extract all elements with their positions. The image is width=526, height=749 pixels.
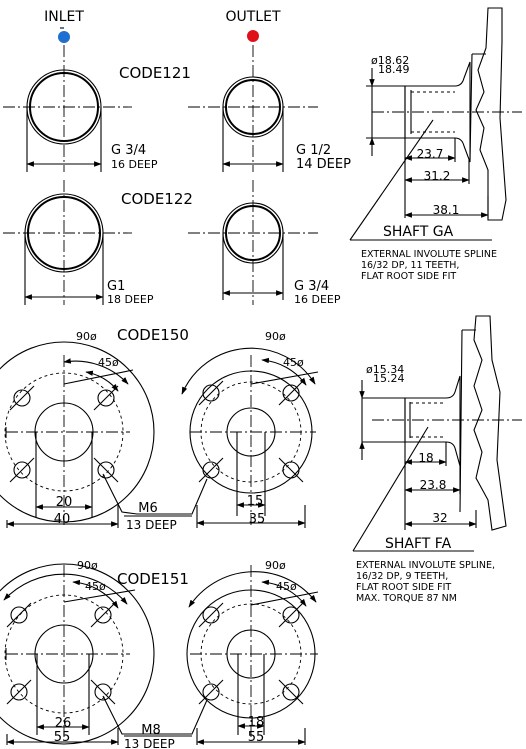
shaft-ga-note-3: FLAT ROOT SIDE FIT: [361, 271, 456, 282]
code151-view: CODE151 26 55 90ø 45ø 18: [0, 559, 319, 749]
shaft-fa-dia-min: 15.24: [373, 372, 405, 385]
code122-inlet-depth: 18 DEEP: [107, 293, 154, 306]
shaft-fa-note-4: MAX. TORQUE 87 NM: [356, 593, 457, 604]
code150-outlet-outer-dim: 35: [249, 512, 266, 527]
shaft-fa-note-1: EXTERNAL INVOLUTE SPLINE,: [356, 560, 495, 571]
shaft-ga-view: ø18.62 18.49 23.7 31.2 38.1 SHAFT GA EXT…: [349, 7, 522, 282]
code151-bolt: M8: [141, 723, 161, 738]
code122-outlet-thread: G 3/4: [294, 279, 329, 294]
code121-inlet-thread: G 3/4: [111, 143, 146, 158]
code151-inlet-angle-45: 45ø: [85, 580, 106, 593]
code121-outlet-thread: G 1/2: [296, 143, 331, 158]
code150-inlet-outer-dim: 40: [54, 512, 71, 527]
shaft-ga-mount-outline: [475, 7, 507, 221]
shaft-fa-dim1: 18: [418, 451, 433, 465]
outlet-label: OUTLET: [225, 9, 280, 25]
code151-title: CODE151: [117, 570, 189, 588]
code151-inlet-outer-dim: 55: [54, 730, 71, 745]
shaft-ga-dia-max: ø18.62: [371, 54, 409, 67]
shaft-fa-view: ø15.34 15.24 18 23.8 32 SHAFT FA EXTERNA…: [352, 315, 522, 604]
code150-outlet-angle-90: 90ø: [265, 330, 286, 343]
shaft-fa-dim3: 32: [432, 511, 447, 525]
shaft-fa-note-3: FLAT ROOT SIDE FIT: [356, 582, 451, 593]
shaft-ga-note-1: EXTERNAL INVOLUTE SPLINE: [361, 249, 497, 260]
code151-inlet-inner-dim: 26: [55, 716, 72, 731]
code150-inlet-angle-45: 45ø: [98, 356, 119, 369]
code121-inlet-depth: 16 DEEP: [111, 158, 158, 171]
shaft-ga-dim2: 31.2: [424, 169, 451, 183]
code121-view: CODE121 G 3/4 16 DEEP G 1/2 14 DEEP: [3, 45, 351, 172]
shaft-fa-dia-max: ø15.34: [366, 363, 404, 376]
shaft-fa-mount-outline: [473, 315, 507, 531]
code151-outlet-angle-90: 90ø: [265, 559, 286, 572]
code151-bolt-depth: 13 DEEP: [124, 737, 175, 749]
code151-inlet-angle-90: 90ø: [77, 559, 98, 572]
shaft-ga-title: SHAFT GA: [383, 224, 454, 240]
code150-inlet-bolt-holes: [9, 385, 119, 483]
shaft-ga-dim1: 23.7: [417, 147, 444, 161]
code150-inlet-angle-90: 90ø: [76, 330, 97, 343]
code151-outlet-angle-45: 45ø: [276, 580, 297, 593]
shaft-fa-title: SHAFT FA: [385, 536, 452, 552]
code151-outlet-outer-dim: 55: [248, 730, 265, 745]
code122-view: CODE122 G1 18 DEEP G 3/4 16 DEEP: [3, 180, 341, 306]
inlet-label: INLET: [44, 9, 84, 25]
shaft-ga-dim3: 38.1: [433, 203, 460, 217]
inlet-dot: [58, 31, 70, 43]
code122-title: CODE122: [121, 190, 193, 208]
shaft-ga-note-2: 16/32 DP, 11 TEETH,: [361, 260, 459, 271]
code150-outlet-angle-45: 45ø: [283, 356, 304, 369]
code122-inlet-thread: G1: [107, 279, 125, 294]
code150-bolt: M6: [138, 501, 158, 516]
shaft-fa-dim2: 23.8: [420, 478, 447, 492]
code121-outlet-depth: 14 DEEP: [296, 157, 351, 172]
shaft-ga-body: [404, 61, 471, 163]
code150-inlet-inner-dim: 20: [56, 495, 73, 510]
code150-outlet-inner-dim: 15: [247, 494, 264, 509]
shaft-ga-dia-min: 18.49: [378, 63, 410, 76]
code122-outlet-depth: 16 DEEP: [294, 293, 341, 306]
code151-inlet-bolt-holes: [6, 602, 116, 705]
code151-outlet-inner-dim: 18: [248, 715, 265, 730]
code150-title: CODE150: [117, 326, 189, 344]
code150-bolt-depth: 13 DEEP: [126, 518, 177, 532]
shaft-fa-note-2: 16/32 DP, 9 TEETH,: [356, 571, 448, 582]
outlet-dot: [247, 30, 259, 42]
code150-view: CODE150 20 40 90ø 45ø: [0, 326, 319, 532]
code121-title: CODE121: [119, 64, 191, 82]
